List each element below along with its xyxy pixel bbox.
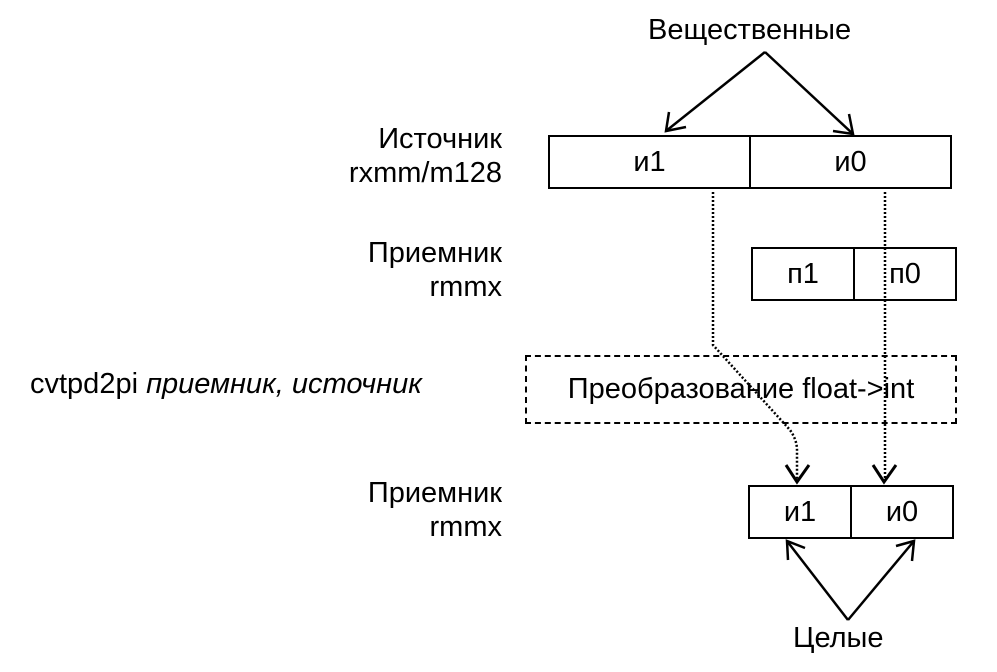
dest-before-register: п1 п0 (751, 247, 957, 301)
flow-arrowheads (784, 464, 898, 485)
instruction-mnemonic: cvtpd2pi (30, 368, 139, 400)
integer-values-label: Целые (793, 622, 884, 654)
source-label-operand: rxmm/m128 (348, 157, 502, 189)
dest-after-cell-0: и0 (850, 487, 952, 537)
real-arrows (664, 51, 855, 136)
operation-label: Преобразование float->int (567, 373, 915, 405)
instruction-operands: приемник, источник (146, 368, 422, 400)
arrowhead-flow-d0 (871, 464, 898, 485)
dest-before-label-name: Приемник (367, 237, 502, 269)
arrowhead-real-s0 (832, 113, 855, 136)
arrowhead-real-s1 (664, 111, 687, 133)
dest-after-label-name: Приемник (367, 477, 502, 509)
arrow-int-to-d1 (786, 540, 849, 621)
dest-after-label: Приемник rmmx (368, 476, 502, 544)
dest-before-label-operand: rmmx (429, 271, 502, 303)
source-register: и1 и0 (548, 135, 952, 189)
arrow-int-to-d0 (847, 540, 915, 621)
source-cell-1: и1 (633, 145, 666, 178)
arrow-real-to-s1 (665, 51, 766, 132)
arrowhead-int-d1 (785, 539, 806, 561)
source-label: Источник rxmm/m128 (349, 122, 502, 190)
dest-before-cell-0: п0 (853, 249, 955, 299)
arrowhead-flow-d1 (784, 464, 811, 485)
flow-s1-to-d1 (711, 192, 799, 480)
dest-after-label-operand: rmmx (429, 511, 502, 543)
arrow-real-to-s0 (764, 51, 854, 135)
instruction: cvtpd2pi приемник, источник (30, 368, 422, 401)
dest-before-cell-1: п1 (787, 257, 819, 290)
source-label-name: Источник (378, 123, 502, 155)
dest-after-cell-1: и1 (783, 495, 817, 528)
dest-before-label: Приемник rmmx (368, 236, 502, 304)
real-values-label: Вещественные (648, 14, 852, 46)
operation-box: Преобразование float->int (525, 355, 957, 424)
source-cell-0: и0 (749, 137, 950, 187)
arrowhead-int-d0 (895, 539, 916, 562)
integer-arrows (785, 539, 916, 621)
dest-after-register: и1 и0 (748, 485, 954, 539)
dataflow-lines (711, 192, 887, 480)
